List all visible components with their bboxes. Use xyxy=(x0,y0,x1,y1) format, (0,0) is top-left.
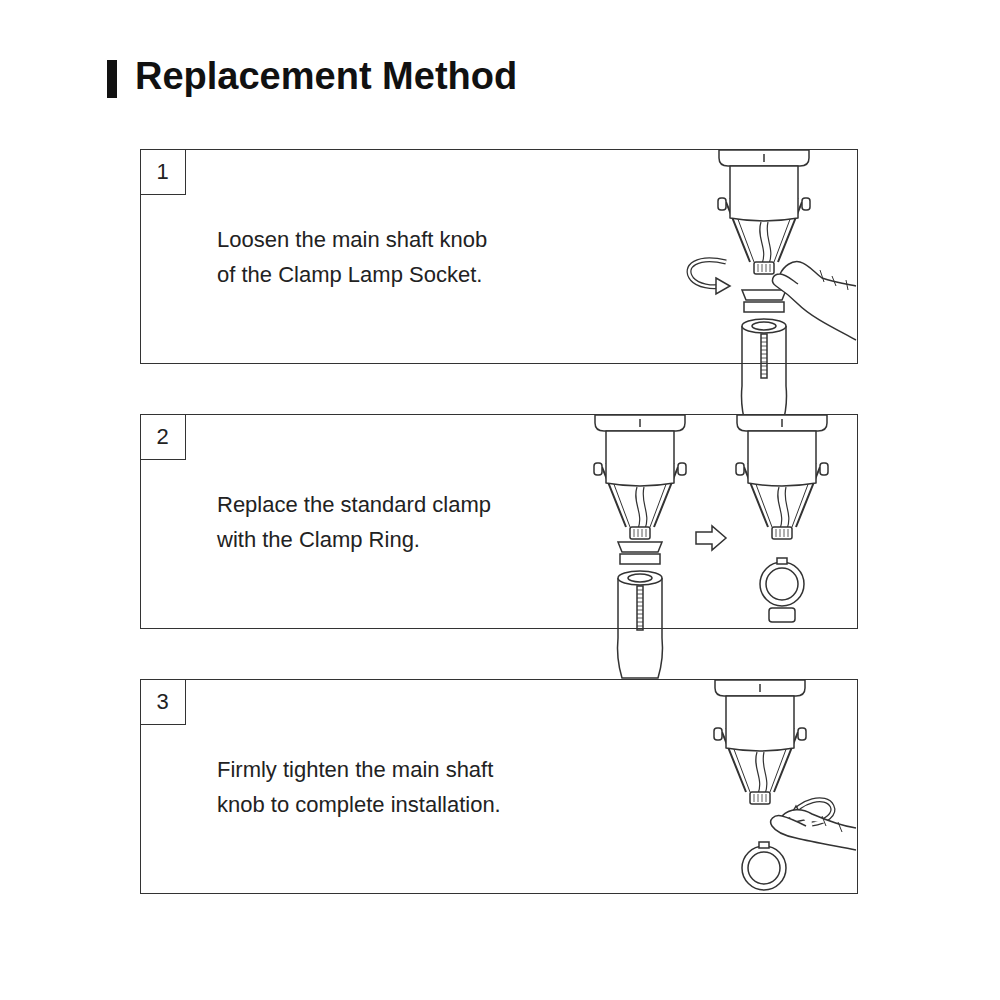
step-number-box: 3 xyxy=(140,679,186,725)
step-instruction: Replace the standard clamp with the Clam… xyxy=(217,487,505,557)
page-title: Replacement Method xyxy=(135,55,517,98)
title-bar xyxy=(107,60,117,98)
step-instruction: Firmly tighten the main shaft knob to co… xyxy=(217,752,505,822)
step-panel: 1Loosen the main shaft knob of the Clamp… xyxy=(140,149,858,364)
step-number: 1 xyxy=(156,160,168,184)
step-number-box: 1 xyxy=(140,149,186,195)
step-number: 2 xyxy=(156,425,168,449)
step-instruction: Loosen the main shaft knob of the Clamp … xyxy=(217,222,505,292)
step-panel: 3Firmly tighten the main shaft knob to c… xyxy=(140,679,858,894)
step-number-box: 2 xyxy=(140,414,186,460)
step-number: 3 xyxy=(156,690,168,714)
step-panel: 2Replace the standard clamp with the Cla… xyxy=(140,414,858,629)
